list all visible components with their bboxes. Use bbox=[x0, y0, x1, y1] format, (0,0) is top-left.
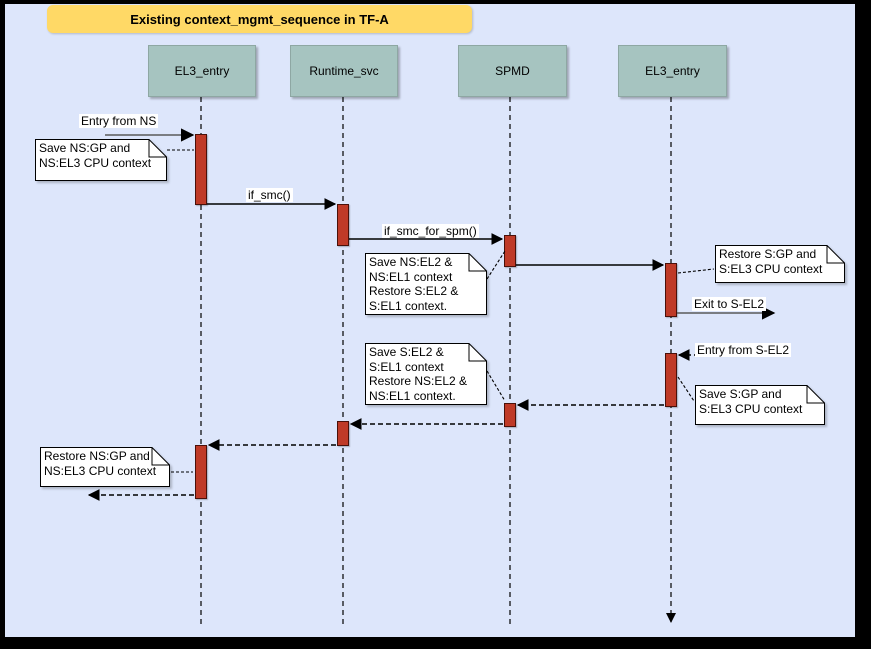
message-label-entry-from-s-el2: Entry from S-EL2 bbox=[695, 343, 792, 357]
note-shape bbox=[695, 385, 825, 425]
message-label-if-smc-for-spm: if_smc_for_spm() bbox=[382, 224, 479, 238]
lifeline-label: SPMD bbox=[495, 64, 530, 78]
note-shape bbox=[365, 253, 487, 315]
activation-bar bbox=[665, 353, 677, 407]
activation-bar bbox=[665, 263, 677, 317]
note-text: Restore NS:GP and NS:EL3 CPU context bbox=[44, 449, 157, 478]
note-save-s-gp: Save S:GP and S:EL3 CPU context bbox=[695, 385, 825, 425]
lifelines-layer bbox=[200, 97, 677, 626]
message-label-exit-to-s-el2: Exit to S-EL2 bbox=[692, 297, 767, 311]
note-save-ns-gp: Save NS:GP and NS:EL3 CPU context bbox=[35, 139, 167, 181]
note-connector bbox=[677, 268, 715, 274]
activation-bar bbox=[504, 235, 516, 267]
note-text: Save S:GP and S:EL3 CPU context bbox=[699, 387, 803, 416]
note-connector bbox=[486, 370, 506, 402]
diagram-canvas: Existing context_mgmt_sequence in TF-A E… bbox=[5, 4, 855, 637]
lifeline-header-spmd: SPMD bbox=[458, 45, 567, 97]
title-banner: Existing context_mgmt_sequence in TF-A bbox=[47, 5, 472, 33]
activation-bar bbox=[195, 134, 207, 205]
lifeline-header-el3-entry-right: EL3_entry bbox=[618, 45, 727, 97]
message-label-entry-from-ns: Entry from NS bbox=[79, 114, 159, 128]
messages-layer bbox=[87, 128, 787, 501]
message-label-if-smc: if_smc() bbox=[246, 188, 293, 202]
note-shape bbox=[365, 343, 487, 405]
note-text: Restore S:GP and S:EL3 CPU context bbox=[719, 247, 823, 276]
note-text: Save NS:GP and NS:EL3 CPU context bbox=[39, 141, 152, 170]
diagram-title: Existing context_mgmt_sequence in TF-A bbox=[130, 11, 389, 27]
activation-bar bbox=[195, 445, 207, 499]
note-restore-s-gp: Restore S:GP and S:EL3 CPU context bbox=[715, 245, 845, 283]
note-connector bbox=[677, 376, 695, 402]
note-connector bbox=[486, 250, 506, 280]
note-save-s-el2: Save S:EL2 & S:EL1 context Restore NS:EL… bbox=[365, 343, 487, 405]
note-shape bbox=[715, 245, 845, 283]
note-restore-ns-gp: Restore NS:GP and NS:EL3 CPU context bbox=[40, 447, 170, 487]
lifeline-label: Runtime_svc bbox=[309, 64, 379, 78]
note-save-ns-el2: Save NS:EL2 & NS:EL1 context Restore S:E… bbox=[365, 253, 487, 315]
note-text: Save NS:EL2 & NS:EL1 context Restore S:E… bbox=[369, 255, 459, 313]
note-shape bbox=[40, 447, 170, 487]
activation-bar bbox=[337, 204, 349, 246]
lifeline-header-el3-entry-left: EL3_entry bbox=[148, 45, 256, 97]
activation-bar bbox=[337, 421, 349, 446]
activation-bar bbox=[504, 403, 516, 427]
lifeline-header-runtime-svc: Runtime_svc bbox=[290, 45, 398, 97]
note-shape bbox=[35, 139, 167, 181]
lifeline-label: EL3_entry bbox=[174, 64, 230, 78]
lifeline-label: EL3_entry bbox=[645, 64, 700, 78]
note-text: Save S:EL2 & S:EL1 context Restore NS:EL… bbox=[369, 345, 468, 403]
